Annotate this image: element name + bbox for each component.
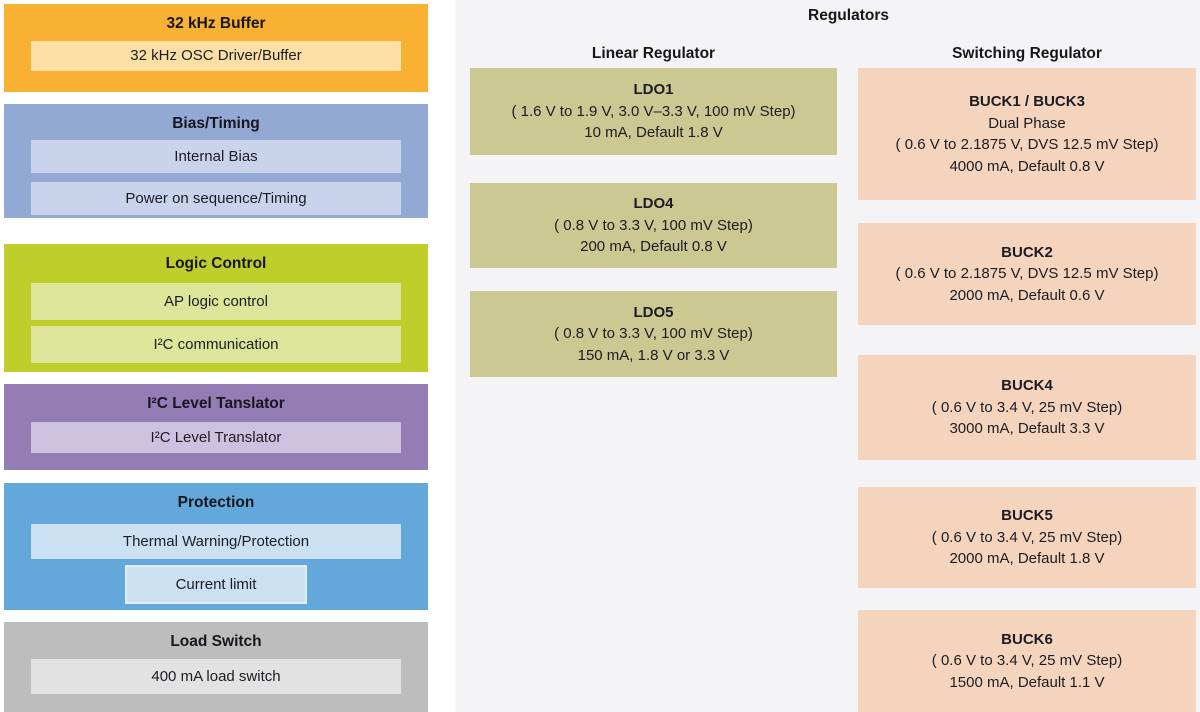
regulator-ldo1: LDO1 ( 1.6 V to 1.9 V, 3.0 V–3.3 V, 100 … [470, 68, 837, 155]
regulator-buck4: BUCK4 ( 0.6 V to 3.4 V, 25 mV Step) 3000… [858, 355, 1196, 460]
regulator-spec-line: 200 mA, Default 0.8 V [580, 238, 727, 256]
regulator-spec-line: 10 mA, Default 1.8 V [584, 124, 723, 142]
regulator-buck6: BUCK6 ( 0.6 V to 3.4 V, 25 mV Step) 1500… [858, 610, 1196, 712]
regulator-name: BUCK4 [1001, 377, 1053, 395]
regulator-spec-line: Dual Phase [988, 114, 1066, 132]
block-title: Protection [177, 494, 255, 511]
switching-regulator-header: Switching Regulator [952, 45, 1102, 62]
block-load-switch: Load Switch 400 mA load switch [4, 622, 428, 712]
regulator-buck5: BUCK5 ( 0.6 V to 3.4 V, 25 mV Step) 2000… [858, 487, 1196, 588]
regulator-name: BUCK1 / BUCK3 [969, 93, 1085, 110]
block-item: I²C communication [31, 326, 401, 363]
block-title: Load Switch [170, 633, 262, 650]
regulator-name: BUCK2 [1001, 243, 1053, 261]
regulator-spec-line: ( 0.6 V to 2.1875 V, DVS 12.5 mV Step) [895, 265, 1159, 283]
block-i2c-level-translator: I²C Level Tanslator I²C Level Translator [4, 384, 428, 470]
regulator-spec-line: 1500 mA, Default 1.1 V [949, 673, 1105, 691]
block-bias-timing: Bias/Timing Internal Bias Power on seque… [4, 104, 428, 218]
regulator-spec-line: 4000 mA, Default 0.8 V [949, 157, 1105, 175]
regulator-spec-line: ( 0.6 V to 3.4 V, 25 mV Step) [931, 652, 1123, 670]
block-32khz-buffer: 32 kHz Buffer 32 kHz OSC Driver/Buffer [4, 4, 428, 92]
regulator-buck1-buck3: BUCK1 / BUCK3 Dual Phase ( 0.6 V to 2.18… [858, 68, 1196, 200]
regulator-name: LDO1 [633, 81, 674, 99]
linear-regulator-header: Linear Regulator [591, 45, 716, 62]
block-title: I²C Level Tanslator [147, 395, 285, 412]
regulator-spec-line: ( 0.6 V to 3.4 V, 25 mV Step) [931, 398, 1123, 416]
regulator-ldo5: LDO5 ( 0.8 V to 3.3 V, 100 mV Step) 150 … [470, 291, 837, 377]
regulator-spec-line: ( 0.8 V to 3.3 V, 100 mV Step) [554, 216, 753, 234]
block-title: Bias/Timing [172, 115, 260, 132]
block-item: 32 kHz OSC Driver/Buffer [31, 41, 401, 71]
block-protection: Protection Thermal Warning/Protection Cu… [4, 483, 428, 610]
regulator-spec-line: ( 0.6 V to 2.1875 V, DVS 12.5 mV Step) [895, 136, 1159, 153]
regulators-title: Regulators [808, 7, 889, 24]
regulators-panel: Regulators Linear Regulator Switching Re… [455, 0, 1200, 712]
regulator-buck2: BUCK2 ( 0.6 V to 2.1875 V, DVS 12.5 mV S… [858, 223, 1196, 325]
regulator-name: LDO5 [633, 303, 674, 321]
block-logic-control: Logic Control AP logic control I²C commu… [4, 244, 428, 372]
regulator-ldo4: LDO4 ( 0.8 V to 3.3 V, 100 mV Step) 200 … [470, 183, 837, 268]
block-item: Internal Bias [31, 140, 401, 173]
block-item: Power on sequence/Timing [31, 182, 401, 215]
block-title: Logic Control [165, 255, 267, 272]
regulator-spec-line: 2000 mA, Default 0.6 V [949, 286, 1105, 304]
regulator-name: BUCK6 [1001, 630, 1053, 648]
regulator-spec-line: ( 1.6 V to 1.9 V, 3.0 V–3.3 V, 100 mV St… [511, 102, 796, 120]
regulator-spec-line: 150 mA, 1.8 V or 3.3 V [577, 346, 730, 364]
block-item: AP logic control [31, 283, 401, 320]
block-item: I²C Level Translator [31, 422, 401, 453]
block-item: Current limit [125, 565, 307, 604]
regulator-spec-line: 2000 mA, Default 1.8 V [949, 550, 1105, 568]
block-item: Thermal Warning/Protection [31, 524, 401, 559]
regulator-spec-line: ( 0.6 V to 3.4 V, 25 mV Step) [931, 528, 1123, 546]
regulator-name: LDO4 [633, 195, 674, 213]
block-title: 32 kHz Buffer [166, 15, 266, 32]
block-item: 400 mA load switch [31, 659, 401, 694]
regulator-spec-line: ( 0.8 V to 3.3 V, 100 mV Step) [554, 325, 753, 343]
regulator-spec-line: 3000 mA, Default 3.3 V [949, 420, 1105, 438]
regulator-name: BUCK5 [1001, 507, 1053, 525]
